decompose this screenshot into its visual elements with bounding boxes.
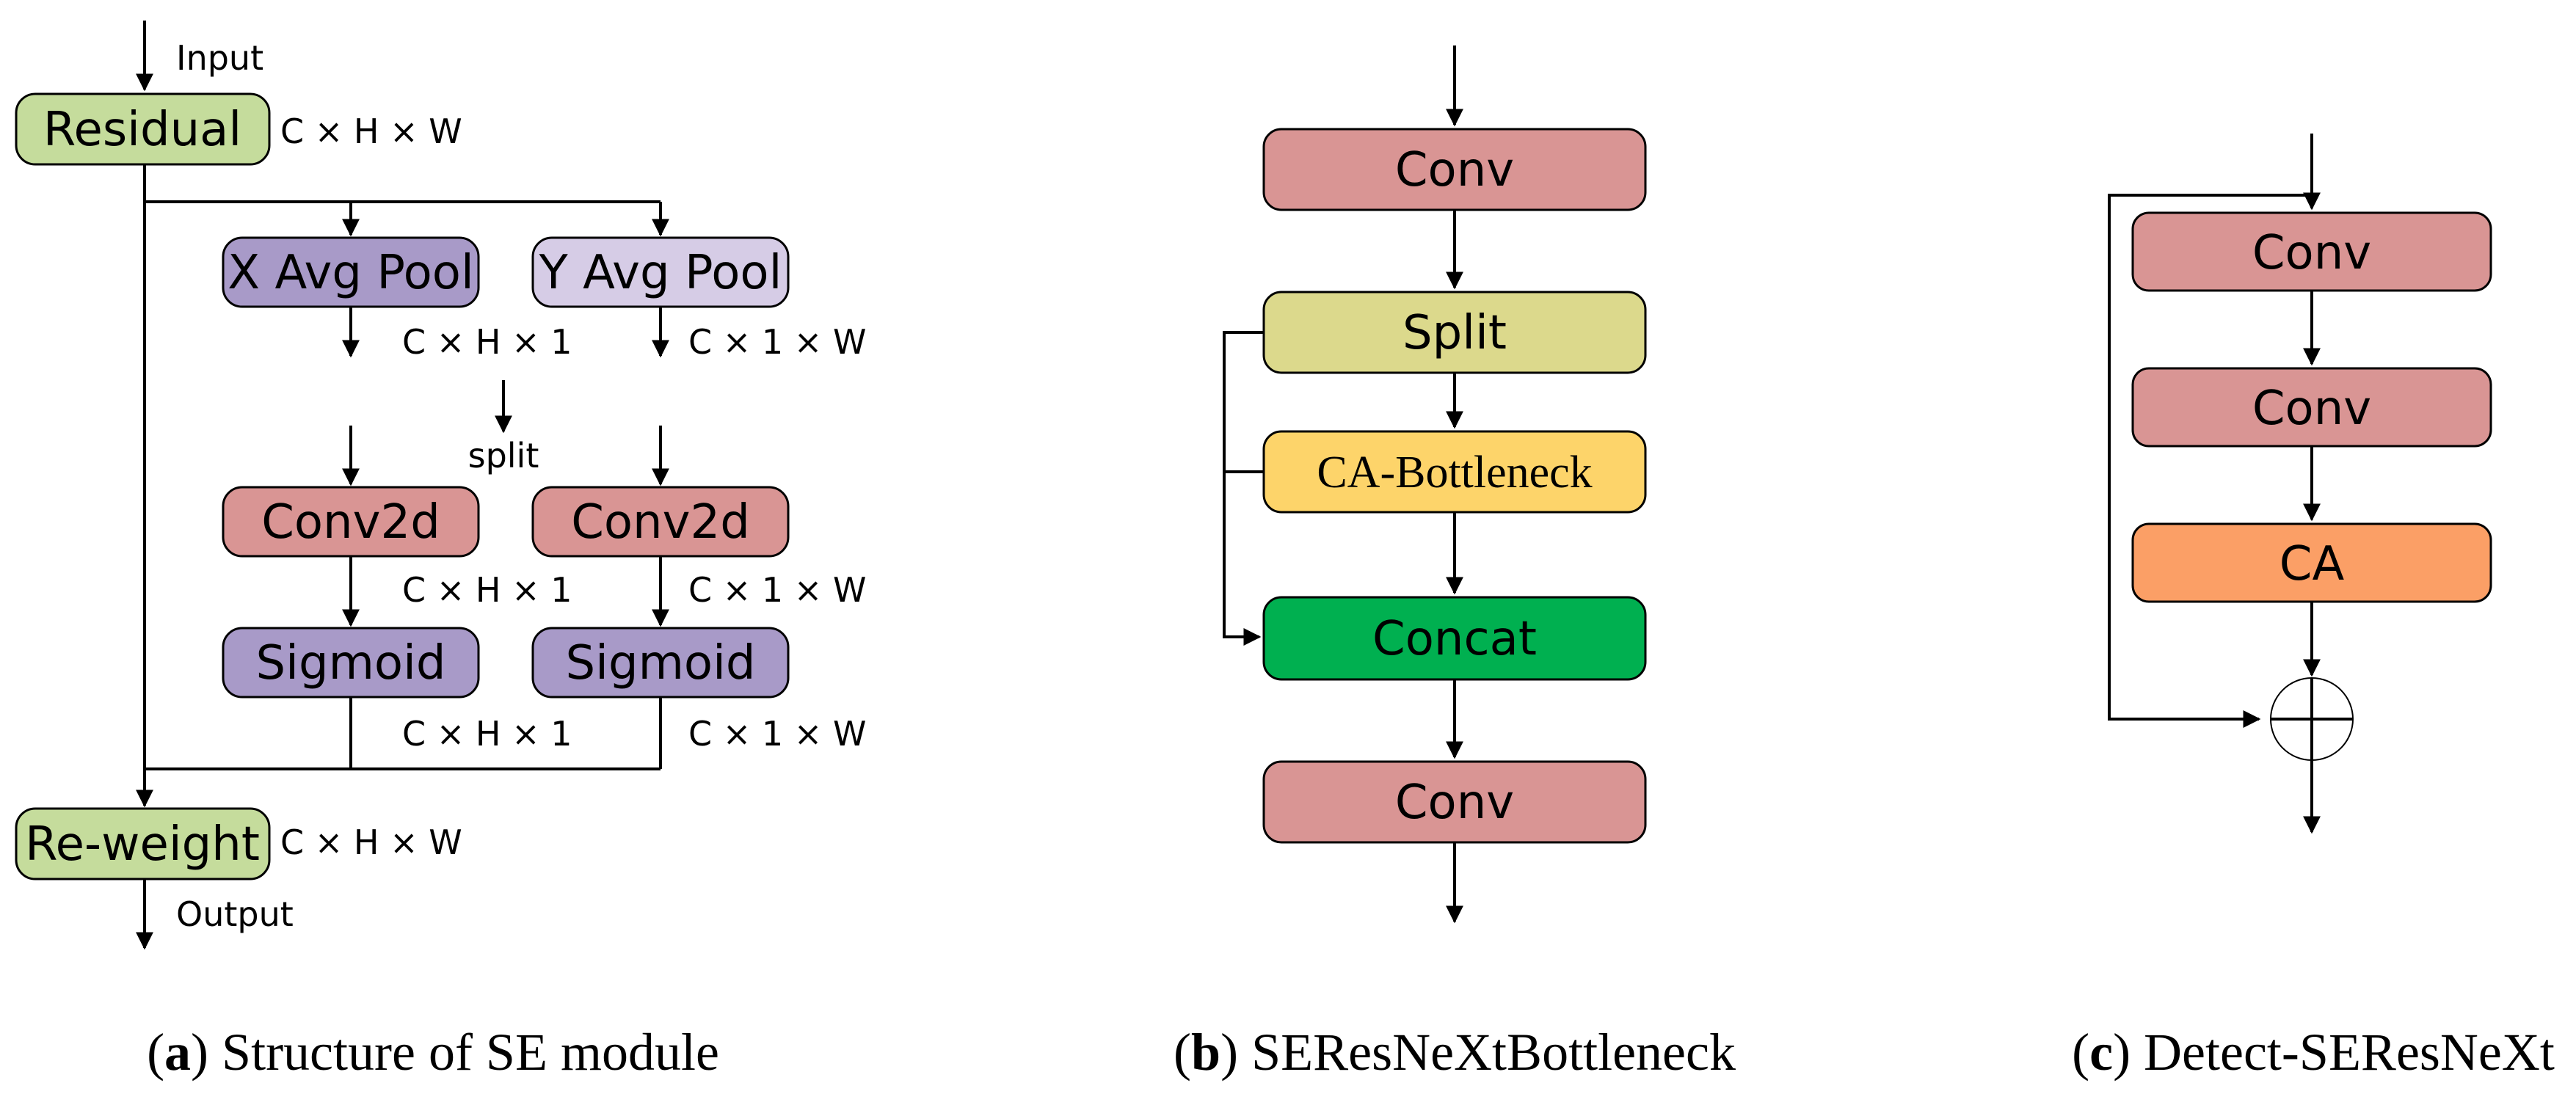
caption-a-text: Structure of SE module (208, 1023, 719, 1082)
dim-sig-left: C × H × 1 (402, 714, 572, 754)
c-conv1-label: Conv (2252, 226, 2371, 280)
reweight-label: Re-weight (25, 817, 260, 872)
x-avg-pool-label: X Avg Pool (228, 246, 473, 300)
caption-c-letter: c (2089, 1023, 2113, 1082)
dim-conv-right: C × 1 × W (688, 570, 866, 610)
dim-xpool: C × H × 1 (402, 322, 572, 362)
c-conv2-label: Conv (2252, 382, 2371, 436)
sigmoid-right-label: Sigmoid (566, 636, 756, 690)
dim-ypool: C × 1 × W (688, 322, 866, 362)
panel-c: Conv Conv CA (c) Detect-SEResNeXt (2072, 134, 2555, 1082)
conv2d-left-label: Conv2d (261, 495, 440, 550)
split-label: split (468, 436, 539, 475)
conv2d-right-label: Conv2d (571, 495, 750, 550)
panel-b: Conv Split CA-Bottleneck Concat Conv (b)… (1174, 45, 1736, 1082)
caption-b-text: SEResNeXtBottleneck (1238, 1023, 1736, 1082)
y-avg-pool-label: Y Avg Pool (539, 246, 782, 300)
sigmoid-left-label: Sigmoid (256, 636, 446, 690)
caption-c-text: Detect-SEResNeXt (2131, 1023, 2555, 1082)
b-concat-label: Concat (1372, 612, 1537, 666)
dim-conv-left: C × H × 1 (402, 570, 572, 610)
caption-b: (b) SEResNeXtBottleneck (1174, 1023, 1736, 1082)
panel-a: Input Residual C × H × W X Avg Pool Y Av… (15, 21, 866, 1082)
dim-residual: C × H × W (280, 112, 462, 151)
input-label: Input (176, 38, 263, 78)
dim-reweight: C × H × W (280, 823, 462, 862)
b-split-label: Split (1402, 306, 1507, 360)
reweight-box (15, 807, 271, 880)
b-conv-top-label: Conv (1395, 143, 1514, 197)
b-conv-bottom-label: Conv (1395, 776, 1514, 830)
caption-a: (a) Structure of SE module (147, 1023, 719, 1082)
dim-sig-right: C × 1 × W (688, 714, 866, 754)
c-skip-line (2108, 194, 2312, 728)
b-ca-bottleneck-label: CA-Bottleneck (1317, 448, 1592, 497)
residual-label: Residual (43, 103, 241, 157)
caption-a-letter: a (164, 1023, 191, 1082)
residual-box (15, 92, 271, 166)
b-split-bypass-line (1223, 331, 1264, 646)
caption-c: (c) Detect-SEResNeXt (2072, 1023, 2555, 1082)
c-add-node (2270, 677, 2354, 761)
caption-b-letter: b (1191, 1023, 1220, 1082)
c-ca-label: CA (2280, 537, 2345, 591)
output-label: Output (176, 894, 294, 934)
